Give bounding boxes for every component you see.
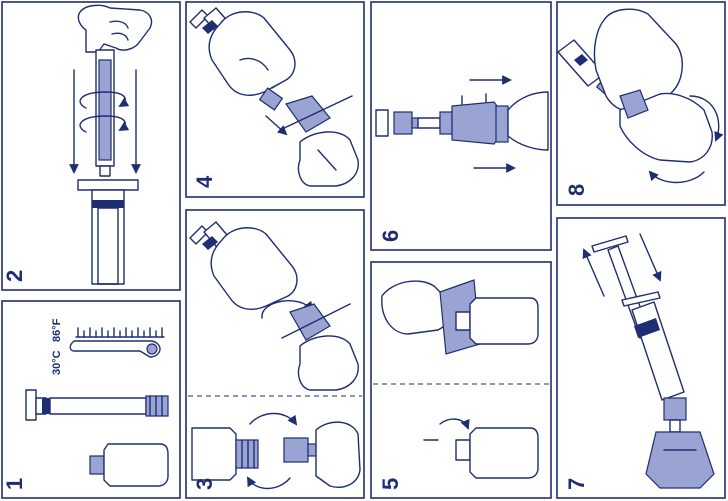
temp-fahrenheit-label: 86°F xyxy=(51,318,63,342)
step-number-3: 3 xyxy=(192,478,217,490)
syringe-icon xyxy=(25,389,169,421)
adapter-icon xyxy=(645,397,715,489)
hand-icon xyxy=(208,11,296,96)
rotate-arrow-icon xyxy=(439,418,470,430)
adapter-icon xyxy=(281,303,351,341)
syringe-icon xyxy=(77,179,139,285)
bottle-icon xyxy=(455,427,539,479)
temp-celsius-label: 30°C xyxy=(51,350,63,375)
syringe-icon xyxy=(591,235,685,401)
hand-icon xyxy=(77,4,153,53)
step-number-1: 1 xyxy=(2,478,27,490)
down-arrow-icon xyxy=(639,233,662,282)
panel-6: 6 xyxy=(370,1,552,251)
panel-1: 30°C 86°F 1 xyxy=(1,300,181,499)
step-number-8: 8 xyxy=(564,184,589,196)
step-number-4: 4 xyxy=(192,175,217,188)
bottle-icon xyxy=(619,89,713,163)
hand-icon xyxy=(210,227,298,310)
bottle-icon xyxy=(191,427,259,481)
up-arrow-icon xyxy=(582,248,605,297)
step-number-2: 2 xyxy=(2,270,27,282)
panel-5: 5 xyxy=(370,261,552,499)
down-arrow-icon xyxy=(265,115,288,136)
panel-7: 7 xyxy=(556,217,726,499)
hand-icon xyxy=(297,335,359,391)
rotate-arrow-icon xyxy=(689,95,724,142)
adapter-icon xyxy=(258,87,353,133)
panel-4: 4 xyxy=(185,1,365,198)
bottle-icon xyxy=(89,443,169,487)
bottle-icon xyxy=(455,297,539,345)
panel-3: 3 xyxy=(185,209,365,499)
bottle-icon xyxy=(495,91,549,151)
step-number-5: 5 xyxy=(378,478,403,490)
step-number-6: 6 xyxy=(378,230,403,242)
adapter-icon xyxy=(417,93,501,145)
rotate-arrow-icon xyxy=(648,170,705,184)
step-number-7: 7 xyxy=(564,478,589,490)
panel-2: 2 xyxy=(1,1,181,291)
syringe-icon xyxy=(95,49,115,177)
thermometer-icon xyxy=(69,327,165,358)
hand-icon xyxy=(297,131,359,187)
syringe-icon xyxy=(375,109,419,137)
rotate-arrow-icon xyxy=(247,412,298,490)
hand-icon xyxy=(315,421,361,488)
panel-8: 8 xyxy=(556,1,726,206)
twist-arrow-icon xyxy=(79,91,130,133)
